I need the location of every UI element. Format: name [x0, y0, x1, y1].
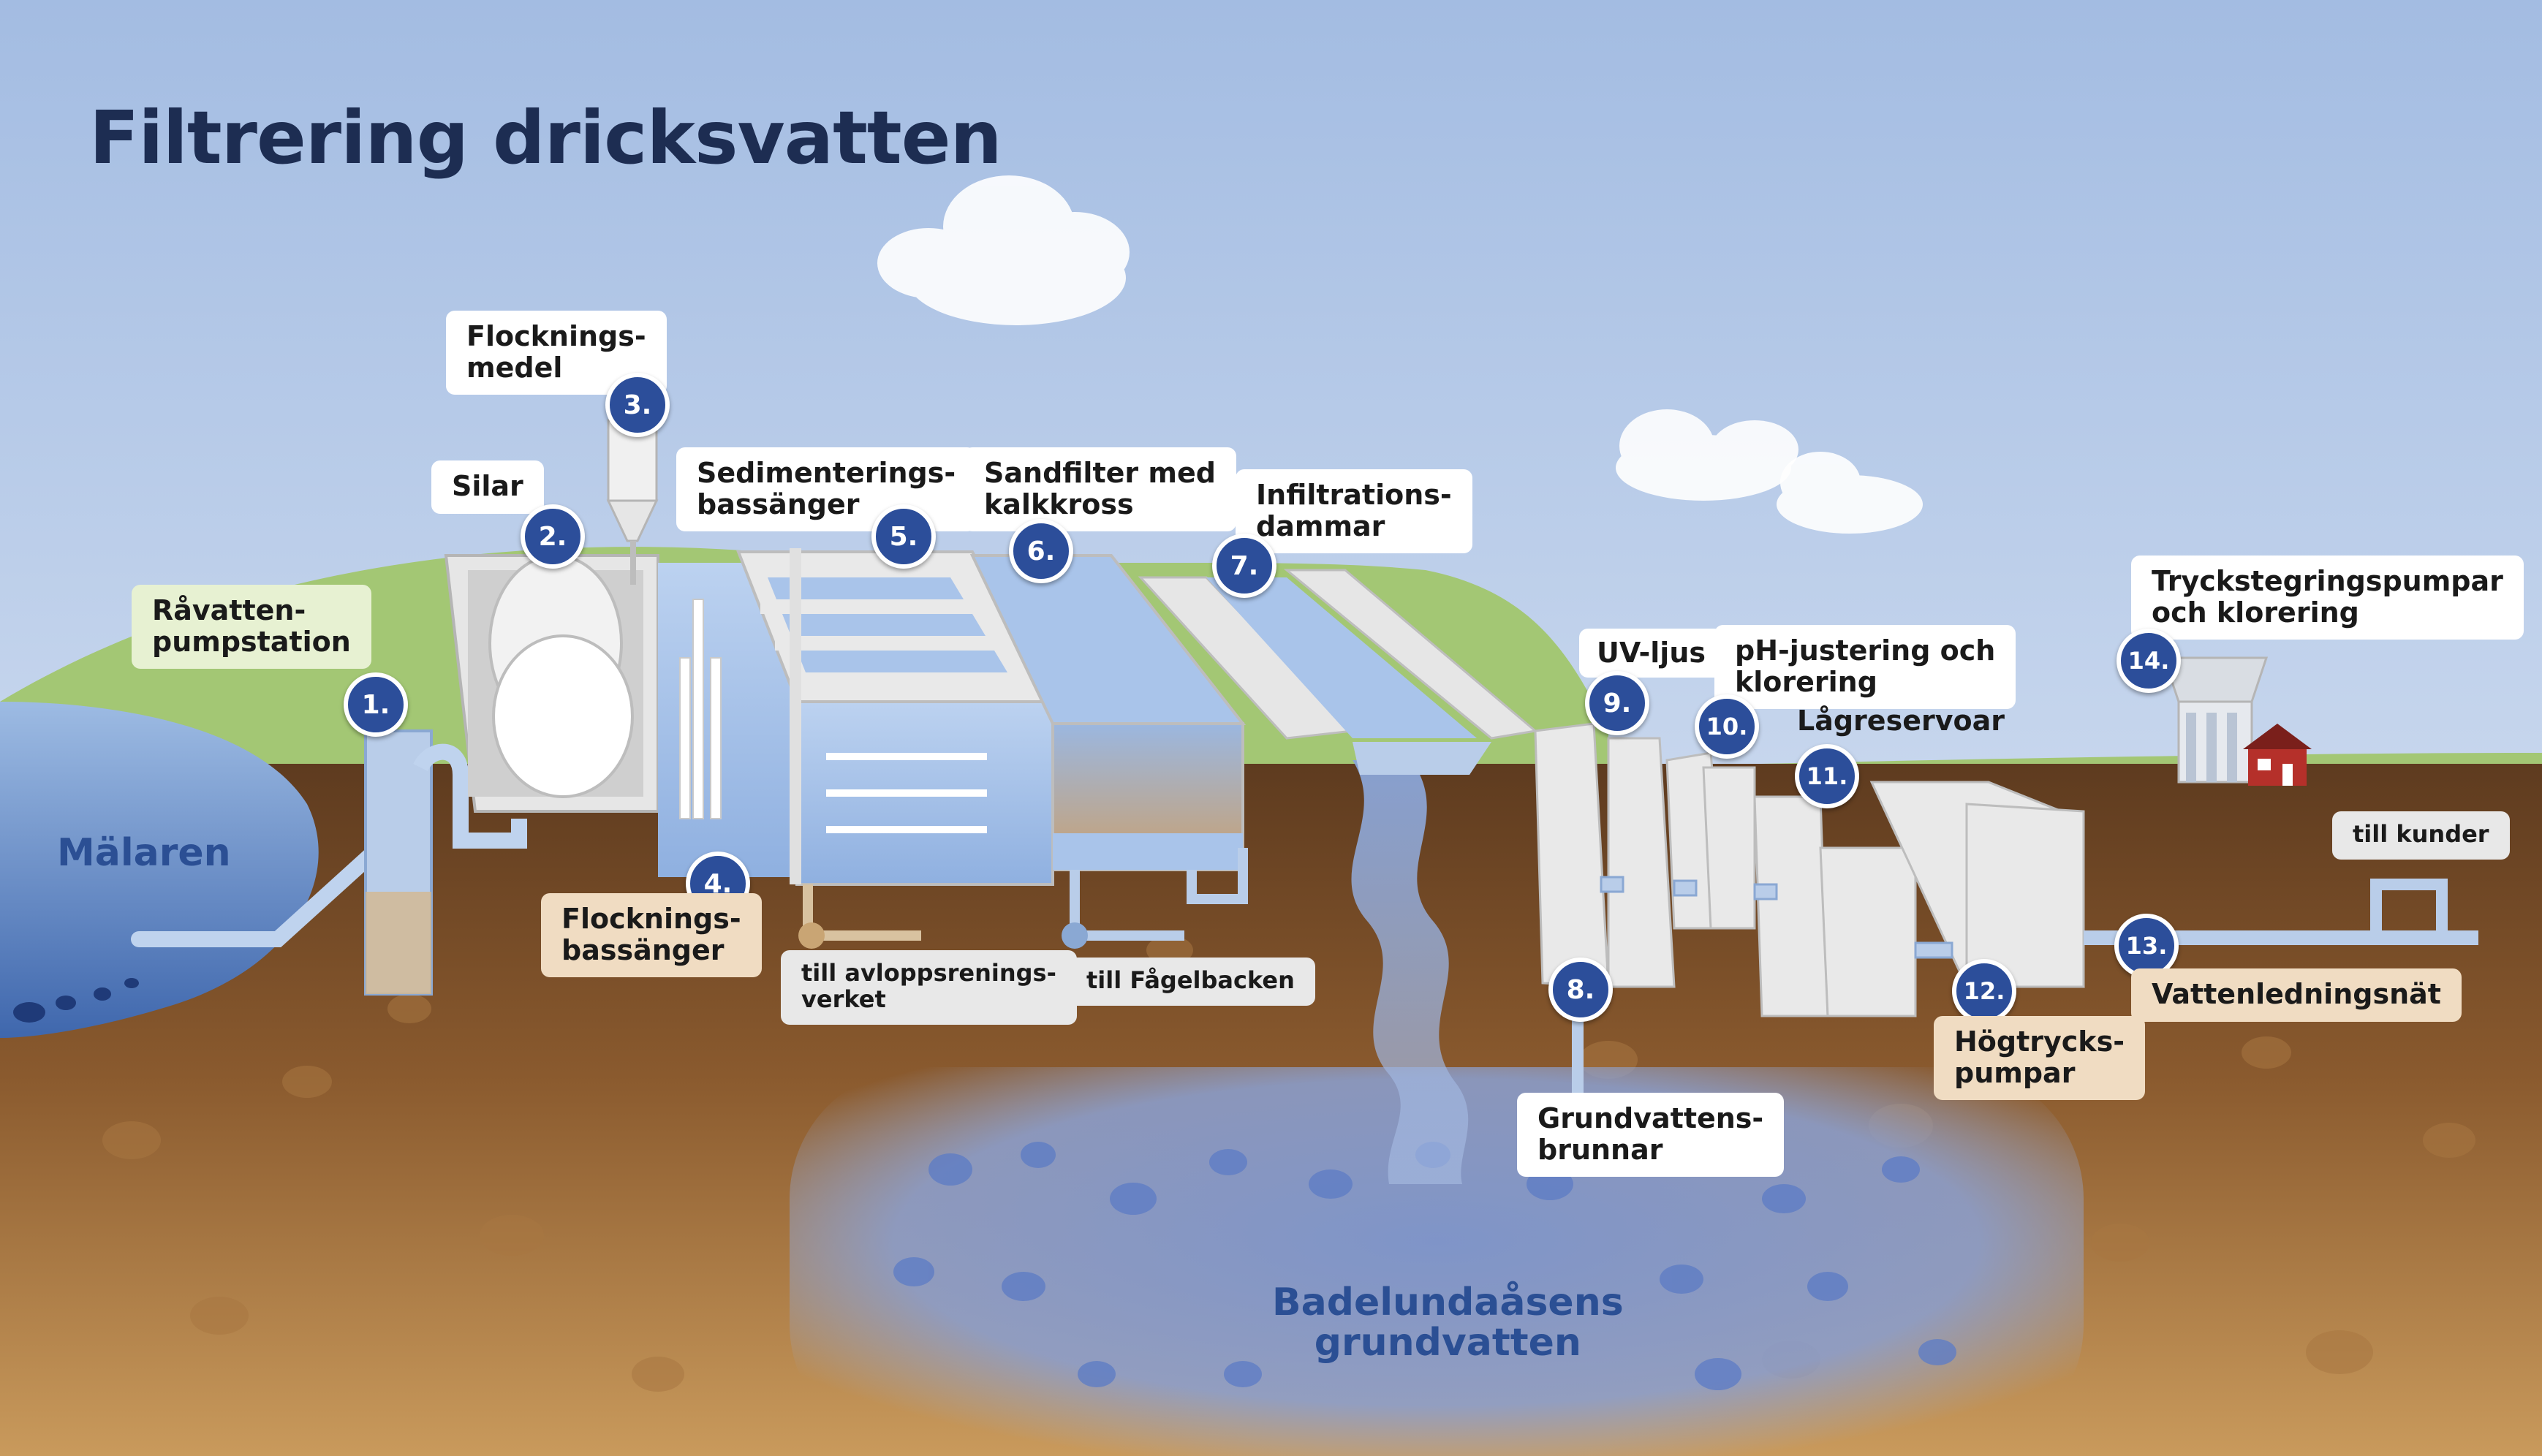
step-3-badge: 3.	[605, 373, 670, 437]
sewage-outlet	[798, 922, 825, 949]
step-2-label: Silar	[431, 460, 544, 514]
step-4-label: Flocknings- bassänger	[541, 893, 762, 978]
step-9-badge: 9.	[1585, 671, 1649, 735]
step-6-label: Sandfilter med kalkkross	[964, 447, 1236, 532]
lake	[0, 702, 319, 1038]
intake-pipe	[131, 825, 403, 947]
step-1-label: Råvatten- pumpstation	[132, 585, 371, 670]
step-2-badge: 2.	[521, 504, 585, 569]
step-8-label: Grundvattens- brunnar	[1517, 1093, 1785, 1178]
cloud-icon	[877, 175, 1130, 325]
sand-filter	[969, 554, 1247, 871]
step-1-badge: 1.	[344, 672, 408, 737]
step-14-label: Tryckstegringspumpar och klorering	[2131, 556, 2524, 640]
red-house-icon	[2243, 724, 2312, 786]
step-7-label: Infiltrations- dammar	[1236, 469, 1472, 554]
pump-pipe	[413, 743, 527, 849]
step-10-badge: 10.	[1695, 694, 1759, 759]
sewage-outlet-label: till avloppsrenings- verket	[781, 950, 1077, 1025]
step-8-badge: 8.	[1548, 958, 1613, 1022]
step-5-label: Sedimenterings- bassänger	[676, 447, 977, 532]
cloud-icon	[1777, 452, 1923, 534]
screen-drum	[488, 554, 634, 798]
infiltration-plume	[1351, 760, 1469, 1184]
step-13-label: Vattenledningsnät	[2131, 968, 2462, 1022]
booster-station	[2162, 656, 2269, 784]
step-12-badge: 12.	[1952, 959, 2016, 1023]
flocculant-silo	[606, 419, 659, 585]
fagelbacken-outlet	[1062, 922, 1088, 949]
page-title: Filtrering dricksvatten	[89, 95, 1002, 181]
step-6-badge: 6.	[1009, 519, 1073, 583]
groundwater-label: Badelundaåsens grundvatten	[1272, 1281, 1624, 1365]
step-9-label: UV-ljus	[1579, 629, 1723, 678]
step-7-badge: 7.	[1212, 534, 1276, 598]
step-11-badge: 11.	[1795, 744, 1859, 808]
step-5-badge: 5.	[871, 504, 936, 569]
sedimentation-basin	[736, 548, 1056, 886]
step-11-label: Lågreservoar	[1797, 705, 2005, 737]
fagelbacken-outlet-label: till Fågelbacken	[1066, 958, 1315, 1006]
step-12-label: Högtrycks- pumpar	[1934, 1016, 2145, 1101]
lake-label: Mälaren	[57, 831, 231, 875]
customers-outlet-label: till kunder	[2332, 811, 2510, 860]
step-10-label: pH-justering och klorering	[1714, 625, 2016, 710]
infiltration-ponds	[1138, 569, 1538, 775]
cloud-icon	[1616, 409, 1798, 501]
step-14-badge: 14.	[2117, 629, 2181, 693]
